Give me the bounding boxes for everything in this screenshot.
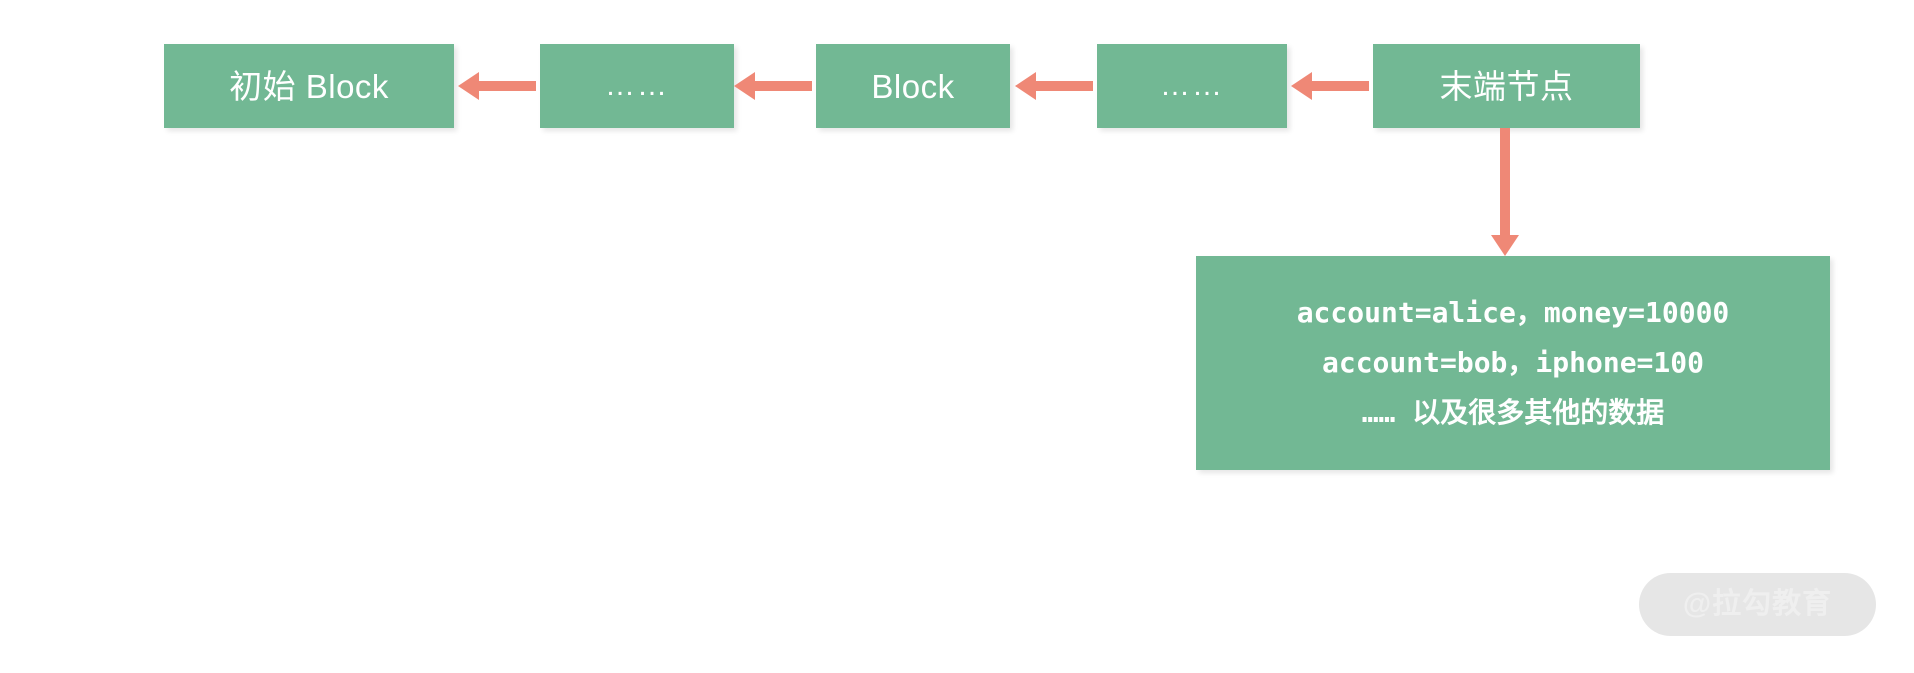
block-genesis-label: 初始 Block: [229, 67, 389, 105]
block-middle-label: Block: [871, 67, 955, 105]
arrow-left-icon-4: [1311, 81, 1369, 91]
watermark-label: @拉勾教育: [1682, 588, 1833, 620]
block-middle: Block: [816, 44, 1010, 128]
payload-line-3: …… 以及很多其他的数据: [1361, 396, 1665, 429]
arrow-left-icon-2: [754, 81, 812, 91]
block-ellipsis-2-label: ……: [1160, 69, 1224, 102]
watermark-badge: @拉勾教育: [1639, 573, 1876, 636]
block-tail-node-label: 末端节点: [1439, 67, 1574, 105]
payload-line-1: account=alice，money=10000: [1296, 296, 1730, 329]
arrow-down-icon: [1500, 128, 1510, 236]
block-genesis: 初始 Block: [164, 44, 454, 128]
block-ellipsis-2: ……: [1097, 44, 1287, 128]
block-payload-data: account=alice，money=10000 account=bob，ip…: [1196, 256, 1830, 470]
arrow-left-icon-3: [1035, 81, 1093, 91]
arrow-left-icon-1: [478, 81, 536, 91]
payload-line-2: account=bob，iphone=100: [1321, 346, 1704, 379]
block-tail-node: 末端节点: [1373, 44, 1640, 128]
block-ellipsis-1: ……: [540, 44, 734, 128]
block-ellipsis-1-label: ……: [605, 69, 669, 102]
